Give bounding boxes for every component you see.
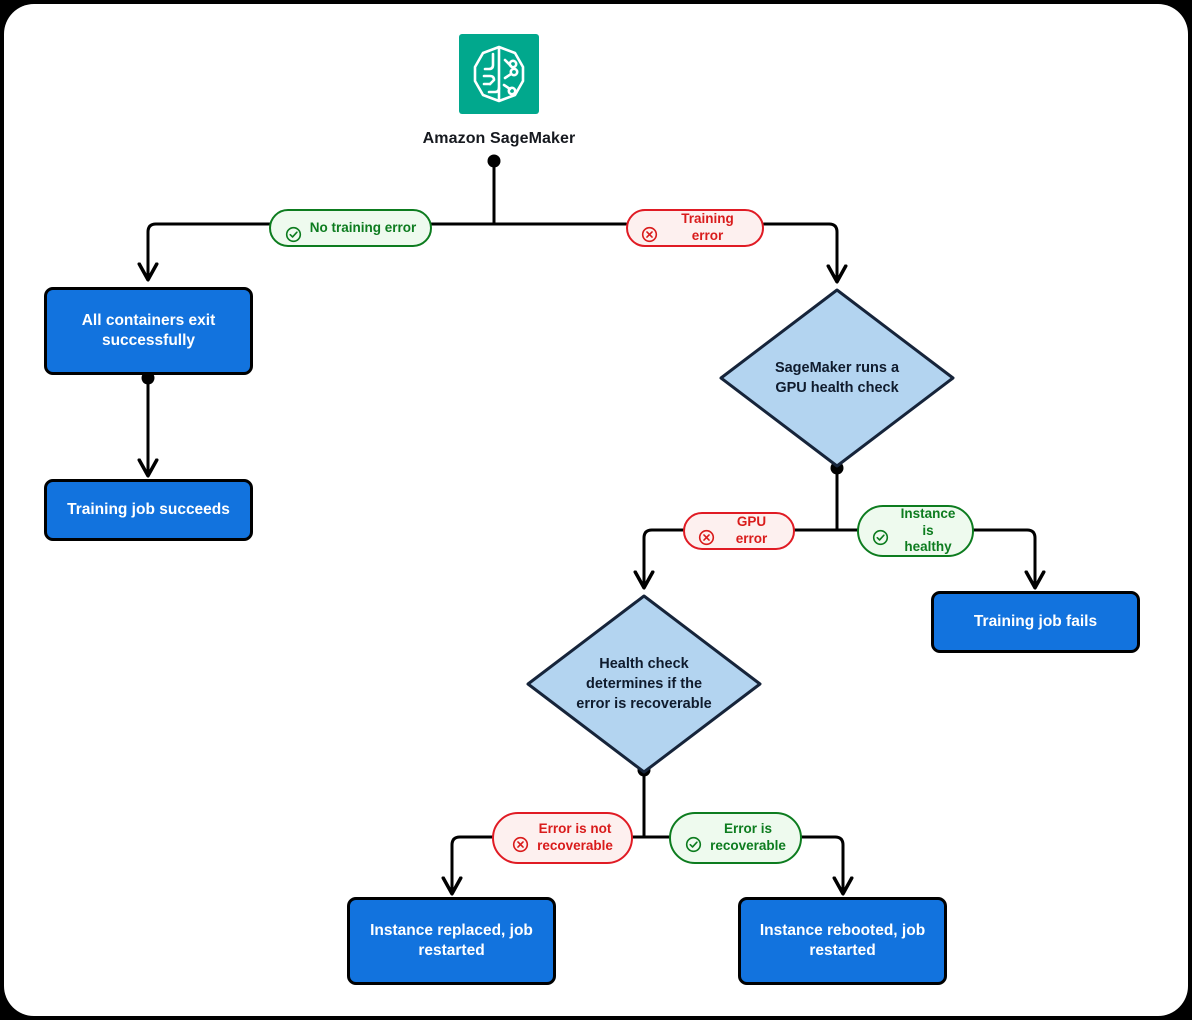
label-error-recoverable: Error is recoverable [669,812,802,864]
label-gpu-error: GPU error [683,512,795,550]
decision-shape [526,594,762,774]
process-text: Instance replaced, job restarted [370,921,533,959]
sagemaker-brain-icon [459,34,539,114]
check-circle-icon [285,209,302,248]
diagram-canvas: Amazon SageMaker No training error Train… [4,4,1188,1016]
process-text: Instance rebooted, job restarted [759,921,926,959]
check-circle-icon [872,512,889,551]
process-text: Training job succeeds [67,500,230,518]
process-instance-replaced: Instance replaced, job restarted [347,897,556,985]
process-instance-rebooted: Instance rebooted, job restarted [738,897,947,985]
decision-recoverable-check: Health check determines if the error is … [524,592,764,776]
x-circle-icon [512,819,529,858]
label-training-error: Training error [626,209,764,247]
x-circle-icon [641,209,658,248]
process-text: All containers exit successfully [81,311,216,349]
decision-text: SageMaker runs a GPU health check [774,360,900,396]
label-text: Error is not recoverable [537,821,613,853]
process-training-job-fails: Training job fails [931,591,1140,653]
decision-gpu-health-check: SageMaker runs a GPU health check [717,286,957,470]
decision-shape [719,288,955,468]
label-text: No training error [309,219,417,235]
label-error-not-recoverable: Error is not recoverable [492,812,633,864]
label-text: GPU error [735,514,768,546]
edge-gpu-error-to-recoverable [633,528,685,590]
process-text: Training job fails [973,612,1098,630]
label-instance-healthy: Instance is healthy [857,505,974,557]
edge-training-error-to-healthcheck [762,222,848,284]
process-all-containers-exit: All containers exit successfully [44,287,253,375]
label-text: Error is recoverable [710,821,786,853]
sagemaker-label: Amazon SageMaker [422,130,576,147]
decision-text: Health check determines if the error is … [576,656,712,712]
process-training-job-succeeds: Training job succeeds [44,479,253,541]
edge-healthy-to-fails [972,528,1046,590]
edge-recoverable-to-rebooted [800,835,854,896]
check-circle-icon [685,819,702,858]
edge-not-recoverable-to-replaced [441,835,494,896]
label-no-training-error: No training error [269,209,432,247]
label-text: Training error [681,211,734,243]
edge-source-dot [487,154,501,168]
x-circle-icon [698,512,715,551]
label-text: Instance is healthy [900,505,956,555]
